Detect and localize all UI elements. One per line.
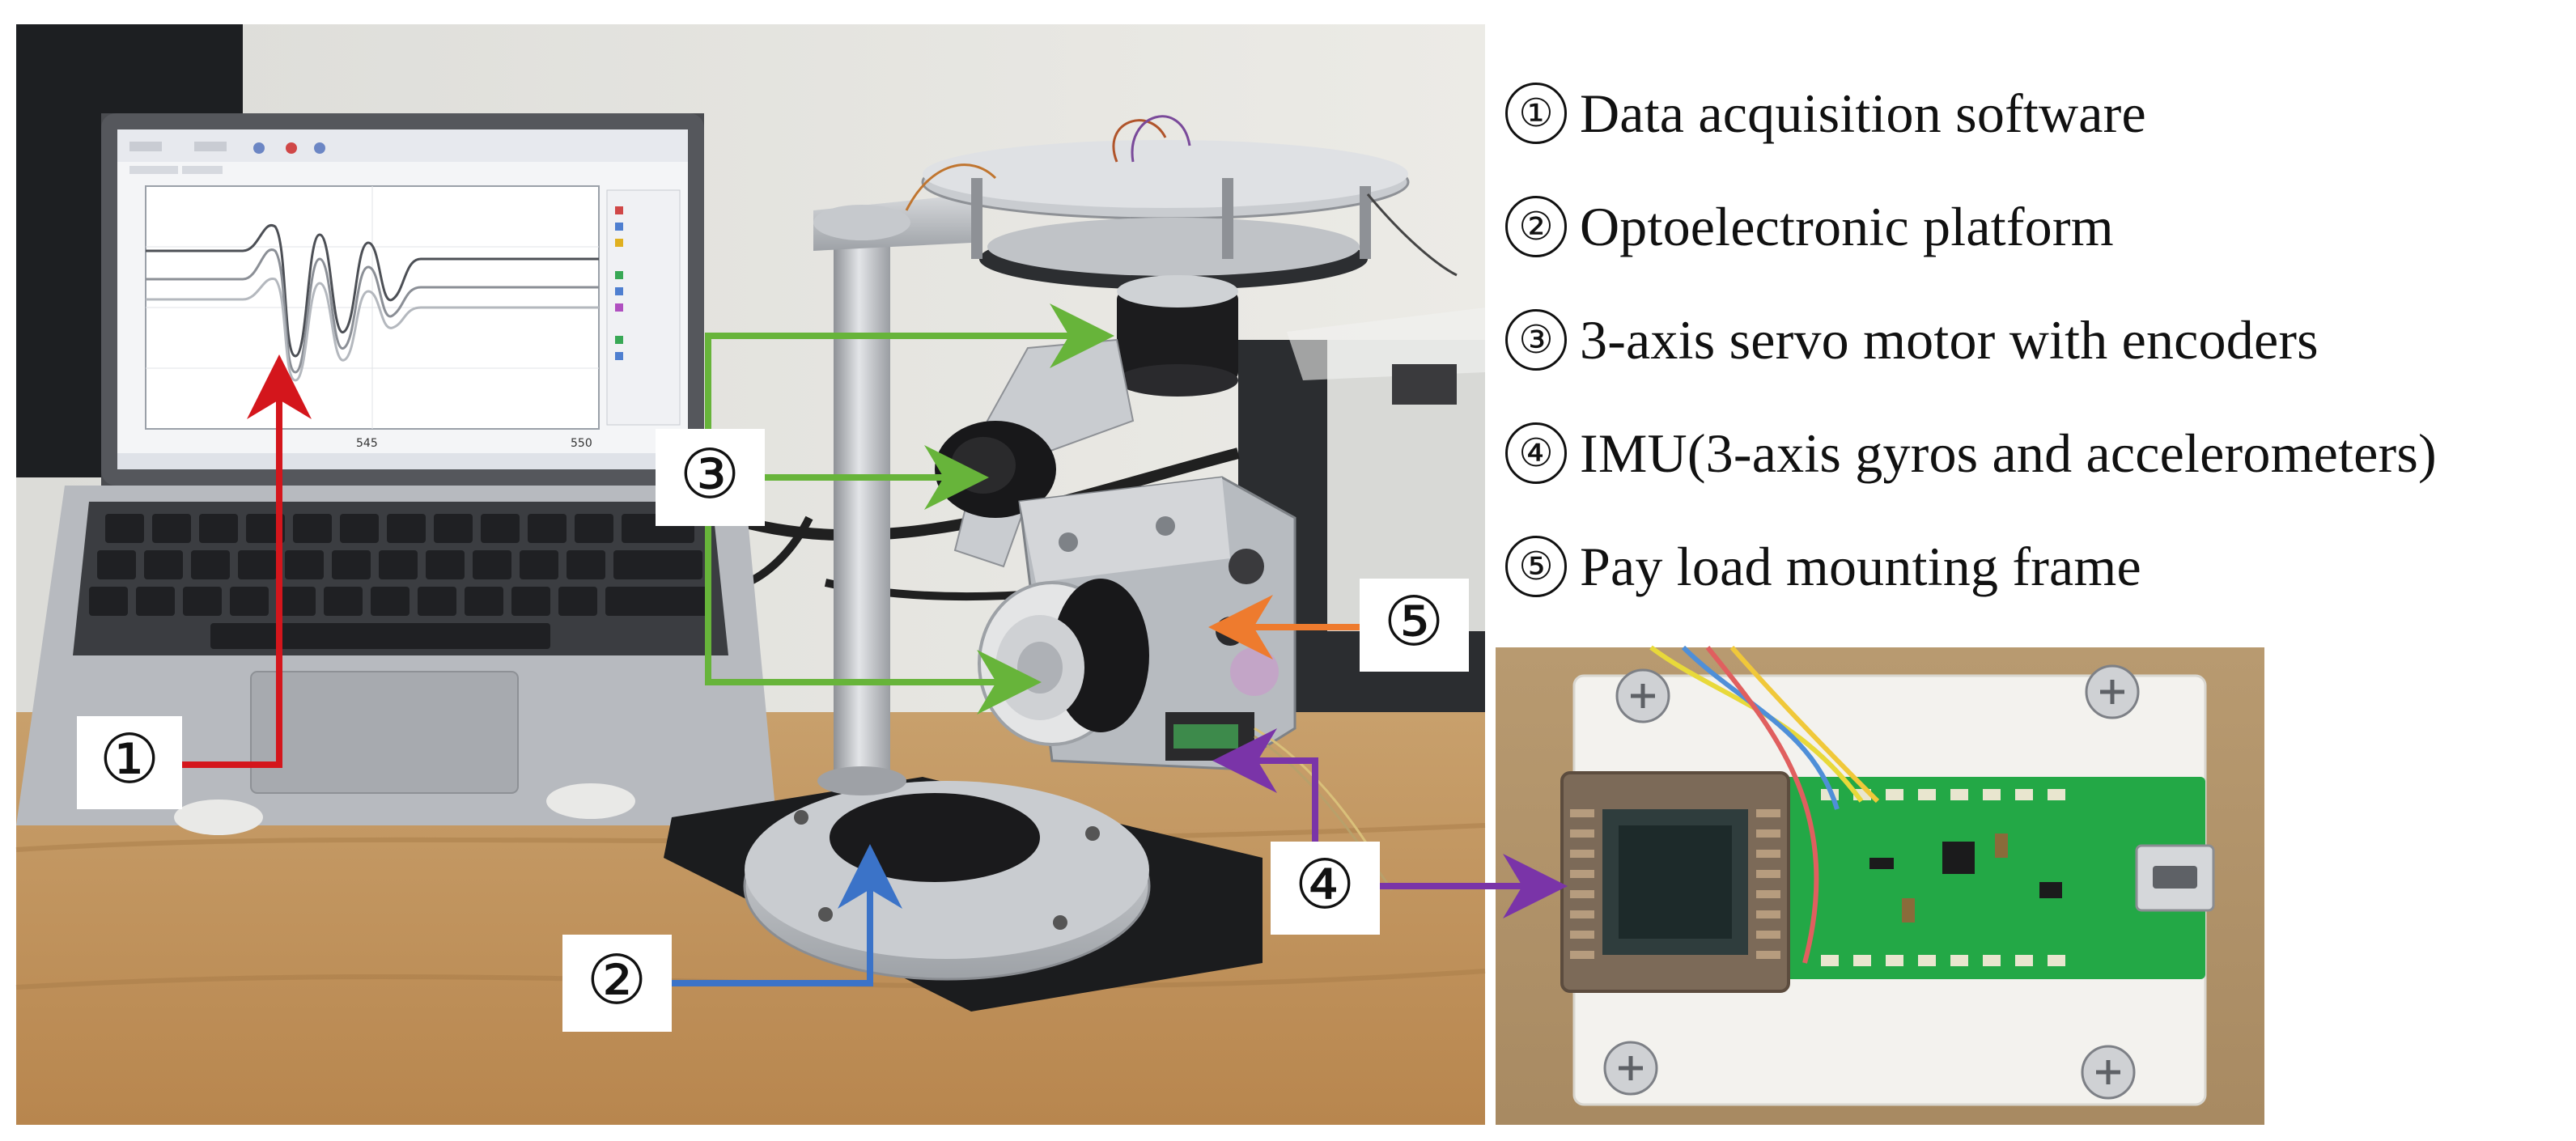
- servo-motor-yaw: [1117, 291, 1238, 380]
- callout-number: ③: [679, 435, 740, 514]
- imu-detail-photo: [1496, 645, 2264, 1125]
- callout-4: ④: [1271, 842, 1380, 935]
- legend: ① Data acquisition software ② Optoelectr…: [1505, 57, 2565, 623]
- optoelectronic-platform: [664, 115, 1485, 1012]
- legend-number: ①: [1505, 83, 1567, 144]
- legend-item-data-acquisition: ① Data acquisition software: [1505, 57, 2565, 170]
- arrow-optoelectronic-platform: [672, 844, 902, 986]
- screw-icon: [2085, 664, 2140, 719]
- legend-label: IMU(3-axis gyros and accelerometers): [1580, 422, 2437, 484]
- legend-number: ③: [1505, 309, 1567, 371]
- touchpad: [250, 671, 519, 794]
- legend-item-servo-motor: ③ 3-axis servo motor with encoders: [1505, 283, 2565, 397]
- legend-item-imu: ④ IMU(3-axis gyros and accelerometers): [1505, 397, 2565, 510]
- callout-number: ②: [586, 940, 647, 1020]
- screw-icon: [2081, 1045, 2136, 1100]
- legend-label: 3-axis servo motor with encoders: [1580, 308, 2319, 371]
- screw-icon: [1615, 668, 1670, 723]
- callout-5: ⑤: [1360, 579, 1469, 672]
- callout-2: ②: [562, 935, 672, 1032]
- screw-icon: [1603, 1041, 1658, 1096]
- legend-number: ④: [1505, 422, 1567, 484]
- plot-tick-label: 550: [571, 437, 592, 450]
- legend-label: Pay load mounting frame: [1580, 535, 2141, 597]
- callout-1: ①: [77, 716, 182, 809]
- arrows: [182, 303, 1568, 986]
- callout-number: ⑤: [1383, 582, 1444, 661]
- callout-number: ④: [1294, 845, 1355, 924]
- callout-number: ①: [99, 719, 159, 799]
- callout-3: ③: [656, 429, 765, 526]
- arrow-servo-yaw: [705, 303, 1114, 433]
- arrow-servo-pitch: [705, 522, 1042, 715]
- legend-number: ②: [1505, 196, 1567, 257]
- plot-tick-label: 545: [356, 437, 378, 450]
- legend-item-optoelectronic-platform: ② Optoelectronic platform: [1505, 170, 2565, 283]
- legend-label: Data acquisition software: [1580, 82, 2146, 144]
- arrow-imu-mounted: [1212, 728, 1318, 846]
- imu-pcb: [1764, 777, 2205, 979]
- legend-item-payload-frame: ⑤ Pay load mounting frame: [1505, 510, 2565, 623]
- legend-number: ⑤: [1505, 536, 1567, 597]
- main-photo: 545 550: [15, 24, 1486, 1125]
- legend-label: Optoelectronic platform: [1580, 195, 2114, 257]
- arrow-data-acquisition: [182, 354, 312, 768]
